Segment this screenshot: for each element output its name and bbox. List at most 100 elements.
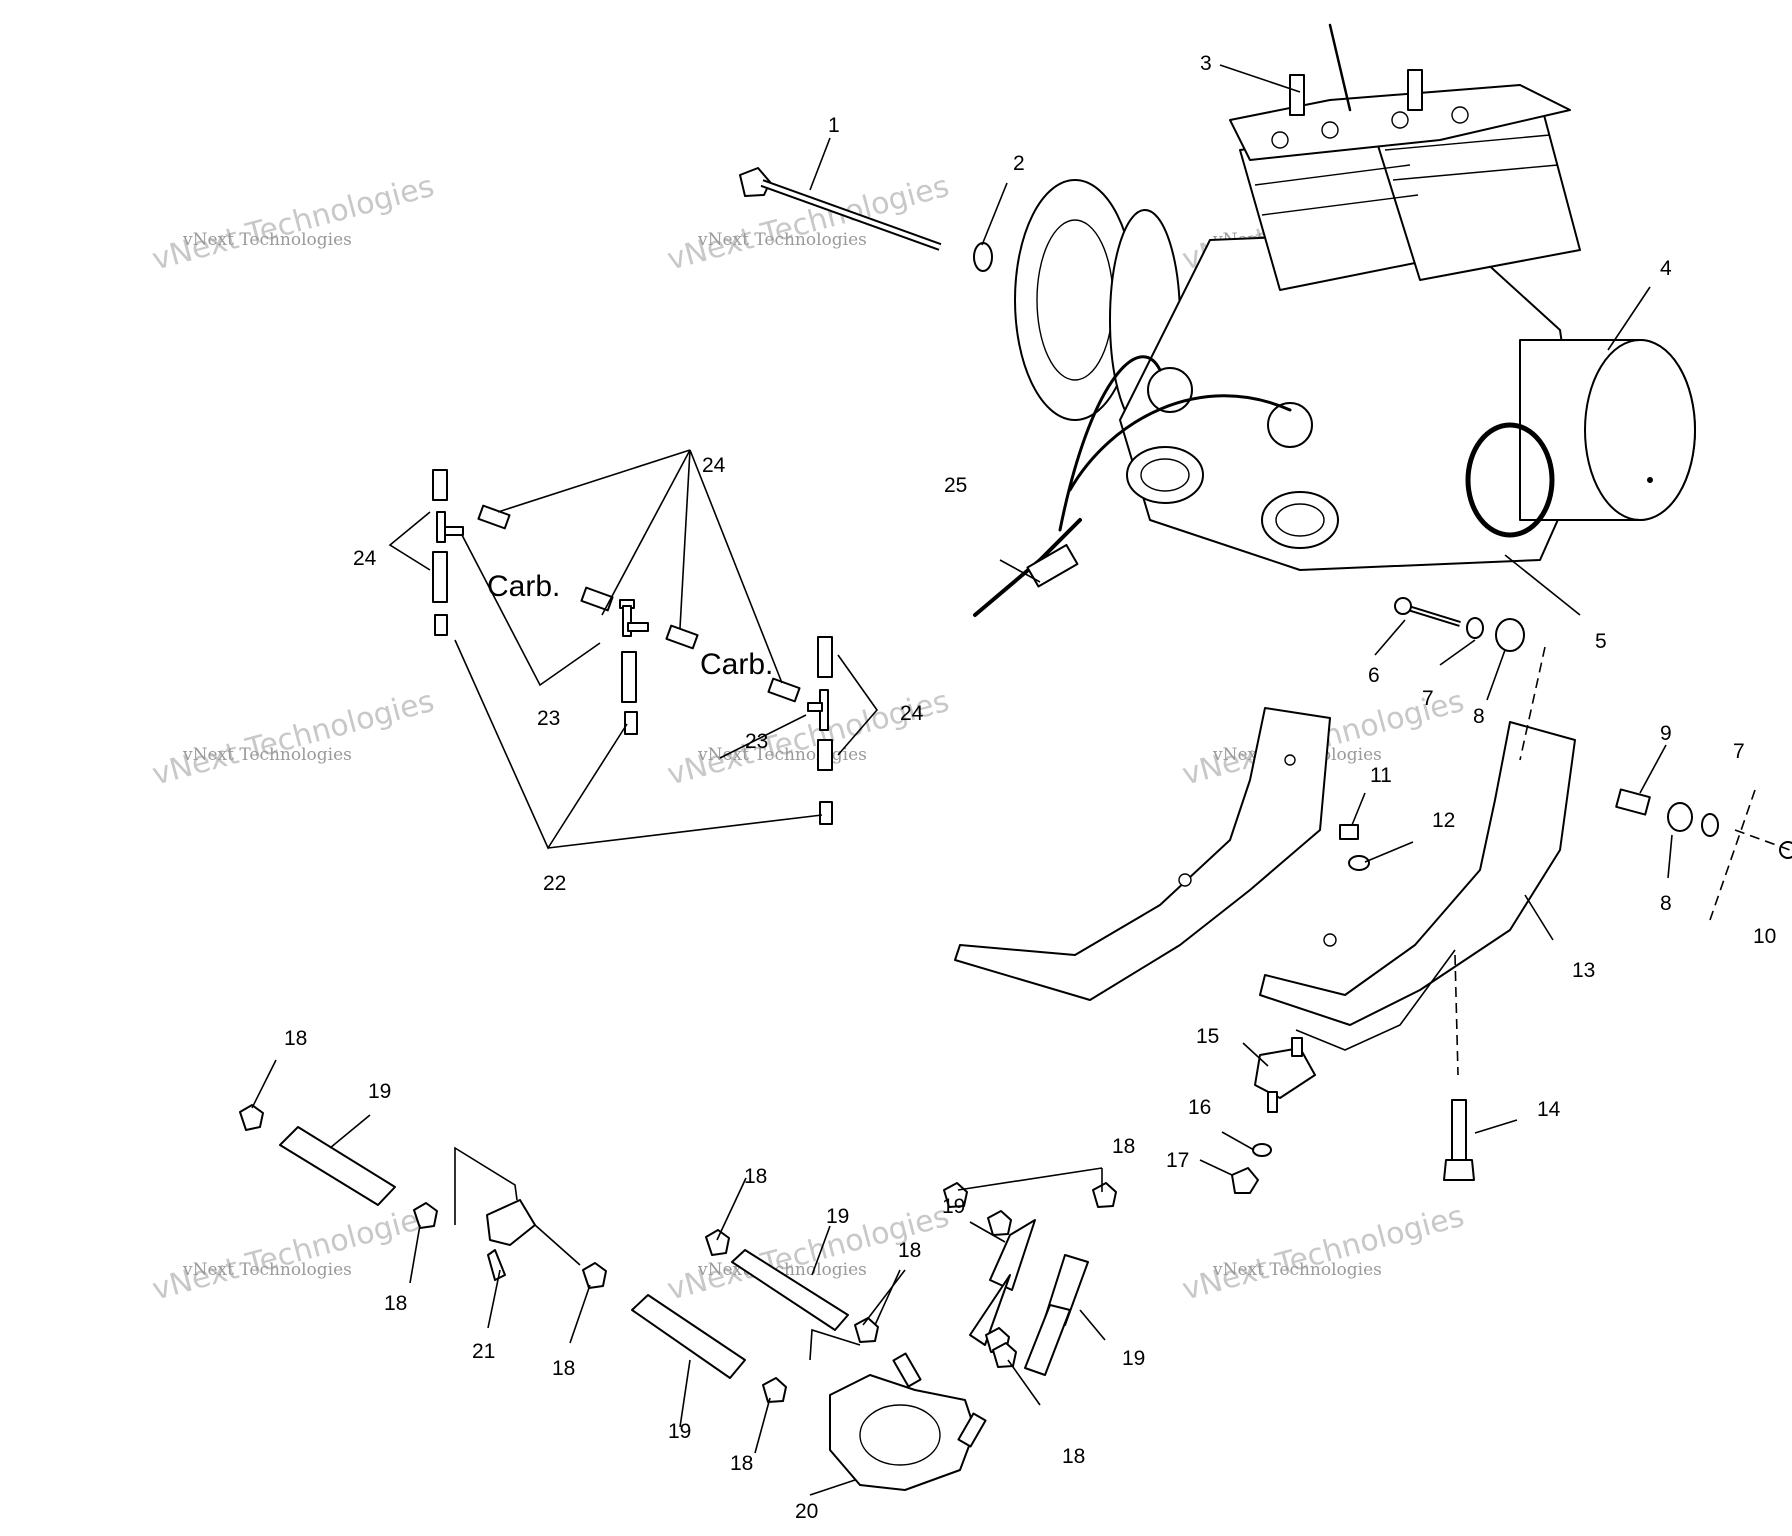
clamp-18c: [582, 1262, 607, 1289]
grommet-part-8b: [1667, 802, 1693, 832]
watermark-2: vNext Technologies: [664, 169, 953, 278]
callout-6: 6: [1368, 664, 1380, 687]
callout-19a: 19: [368, 1080, 391, 1103]
callout-18c: 18: [552, 1357, 575, 1380]
mount-hardware: [1231, 597, 1792, 1194]
callout-19b: 19: [826, 1205, 849, 1228]
spark-plug-right: [1407, 69, 1423, 111]
svg-text:vNext Technologies: vNext Technologies: [149, 684, 438, 793]
watermark-small-7: vNext Technologies: [182, 1260, 352, 1280]
hose-19c: [631, 1294, 746, 1379]
callout-5: 5: [1595, 630, 1607, 653]
callout-18a: 18: [284, 1027, 307, 1050]
fitting-22c: [819, 801, 833, 825]
callout-leaders: [251, 64, 1673, 1496]
callout-25: 25: [944, 474, 967, 497]
watermark-small-9: vNext Technologies: [1212, 1260, 1382, 1280]
callout-11: 11: [1370, 764, 1392, 787]
bolt-part-1: [739, 167, 942, 251]
clamp-18i: [987, 1210, 1012, 1236]
watermark-small-1: vNext Technologies: [182, 230, 352, 250]
engine-mount-brackets: [954, 707, 1576, 1026]
nut-part-17: [1231, 1167, 1259, 1194]
callout-8b: 8: [1660, 892, 1672, 915]
washer-part-12: [1348, 855, 1370, 871]
hose-19d: [989, 1219, 1036, 1291]
spacer-part-9: [1615, 788, 1651, 816]
hose-24b: [817, 636, 833, 678]
watermark-4: vNext Technologies: [149, 684, 438, 793]
callout-4: 4: [1660, 257, 1672, 280]
watermark-1: vNext Technologies: [149, 169, 438, 278]
callout-19d: 19: [1122, 1347, 1145, 1370]
fitting-22b: [624, 711, 638, 735]
callout-17: 17: [1166, 1149, 1189, 1172]
bolt-part-14: [1451, 1099, 1467, 1161]
clamp-18e: [854, 1317, 879, 1343]
callout-18g: 18: [730, 1452, 753, 1475]
callout-21: 21: [472, 1340, 495, 1363]
watermark-small-5: vNext Technologies: [697, 745, 867, 765]
callout-2: 2: [1013, 152, 1025, 175]
fitting-22a: [434, 614, 448, 636]
washer-part-7: [1466, 617, 1484, 639]
mount-bracket-left: [954, 707, 1331, 1001]
watermark-small-4: vNext Technologies: [182, 745, 352, 765]
bolt-part-6: [1394, 597, 1412, 615]
clamp-18h: [1092, 1182, 1117, 1208]
mount-bracket-right: [1259, 721, 1576, 1026]
nut-part-10: [1779, 841, 1792, 859]
hose-carb-1: [477, 504, 511, 530]
carb-label-1: Carb.: [487, 570, 560, 603]
hose-19a: [279, 1126, 396, 1206]
callout-3: 3: [1200, 52, 1212, 75]
grommet-part-8: [1495, 618, 1525, 652]
callout-16: 16: [1188, 1096, 1211, 1119]
spark-plug-left: [1289, 74, 1305, 116]
hose-24a: [432, 469, 448, 501]
fuel-filter-part-21: [486, 1199, 536, 1246]
nut-part-11: [1339, 824, 1359, 840]
callout-24a: 24: [353, 547, 377, 570]
watermark-9: vNext Technologies: [1179, 1199, 1468, 1308]
callout-22: 22: [543, 872, 566, 895]
callout-19c: 19: [942, 1195, 965, 1218]
callout-14: 14: [1537, 1098, 1561, 1121]
hose-19b: [731, 1249, 849, 1331]
carb-label-2: Carb.: [700, 648, 773, 681]
harness-connector: [1026, 543, 1079, 588]
callout-10: 10: [1753, 925, 1776, 948]
svg-text:vNext Technologies: vNext Technologies: [1179, 1199, 1468, 1308]
clamp-18a: [239, 1104, 264, 1131]
carb-diaphragm-2: [1267, 402, 1313, 448]
watermark-5: vNext Technologies: [664, 684, 953, 793]
callout-23a: 23: [537, 707, 560, 730]
clamp-18j: [992, 1342, 1017, 1368]
callout-numbers: 1 2 3 4 5 6 7 8 9 7 8 10 11 12 13 14 15 …: [284, 52, 1776, 1523]
callout-13: 13: [1572, 959, 1595, 982]
washer-part-7b: [1701, 813, 1719, 837]
callout-20: 20: [795, 1500, 818, 1523]
callout-12: 12: [1432, 809, 1455, 832]
callout-9: 9: [1660, 722, 1672, 745]
callout-24c: 24: [900, 702, 924, 725]
fuel-pump-lines: [239, 1104, 1117, 1491]
watermark-small-2: vNext Technologies: [697, 230, 867, 250]
callout-18d: 18: [744, 1165, 767, 1188]
callout-18e: 18: [898, 1239, 921, 1262]
callout-8a: 8: [1473, 705, 1485, 728]
clamp-18b: [413, 1202, 438, 1229]
belt: [1465, 422, 1555, 538]
fuel-line-cluster: [388, 449, 879, 850]
callout-18h: 18: [1062, 1445, 1085, 1468]
callout-23b: 23: [745, 730, 768, 753]
callout-18f: 18: [1112, 1135, 1135, 1158]
callout-7: 7: [1422, 687, 1434, 710]
callout-24b: 24: [702, 454, 726, 477]
callout-1: 1: [828, 114, 840, 137]
rubber-mount-part-15: [1254, 1047, 1316, 1099]
svg-text:vNext Technologies: vNext Technologies: [664, 169, 953, 278]
hose-carb-2: [665, 624, 699, 650]
clamp-18d: [705, 1229, 730, 1256]
